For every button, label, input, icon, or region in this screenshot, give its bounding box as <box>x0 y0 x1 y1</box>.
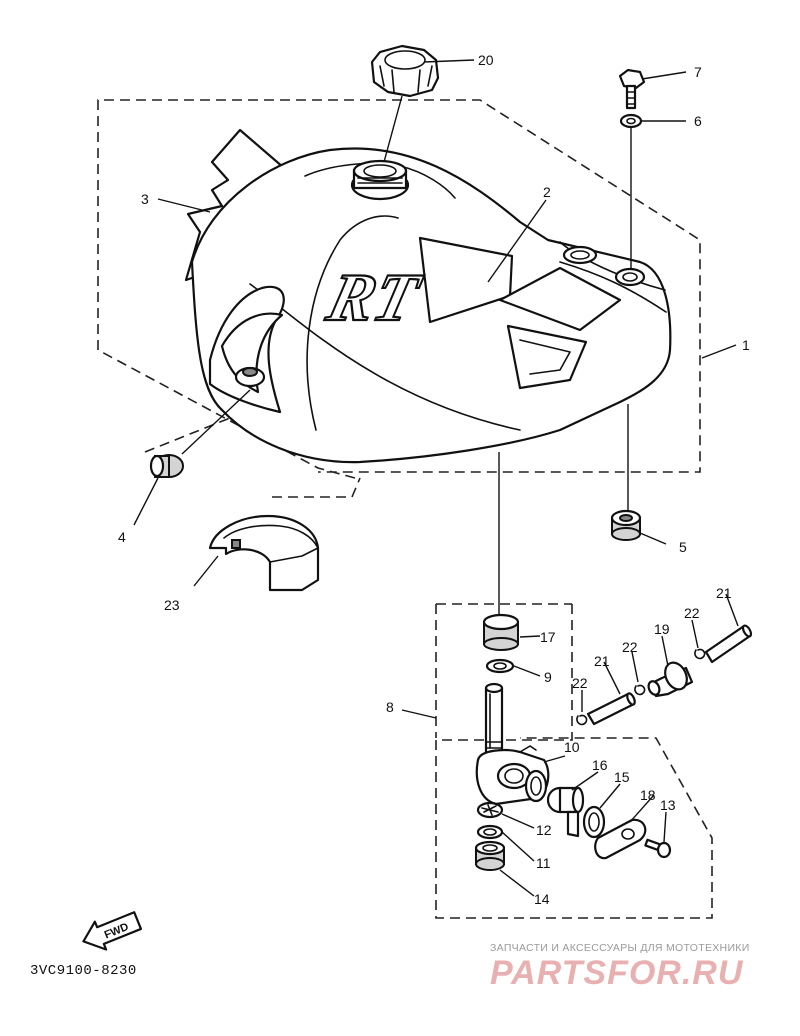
callout-7: 7 <box>694 64 702 80</box>
part-22-clip-lower <box>576 714 588 726</box>
tank-right-mount-seat <box>614 267 646 287</box>
part-21-hose-upper <box>704 624 753 664</box>
part-19-fuel-filter <box>647 661 694 698</box>
callout-3: 3 <box>141 191 149 207</box>
part-17-nut <box>482 613 520 651</box>
cap-center-line <box>383 95 403 163</box>
part-2-tank-graphic: RT <box>208 236 622 414</box>
fwd-arrow-icon: FWD <box>82 911 143 951</box>
callout-23: 23 <box>164 597 180 613</box>
part-5-damper <box>610 509 642 541</box>
part-23-bracket <box>208 514 320 592</box>
tank-filler-neck <box>350 159 410 201</box>
callout-10: 10 <box>564 739 580 755</box>
part-10-gasket <box>524 769 548 803</box>
tank-left-mount-grommet <box>234 366 266 388</box>
part-15-packing <box>582 805 606 839</box>
part-14-cup <box>474 840 506 871</box>
part-21-hose-lower <box>586 692 636 726</box>
callout-21-upper: 21 <box>716 585 732 601</box>
part-4-damper <box>149 454 184 478</box>
callout-6: 6 <box>694 113 702 129</box>
part-6-washer <box>619 113 643 129</box>
callout-4: 4 <box>118 529 126 545</box>
callout-19: 19 <box>654 621 670 637</box>
callout-12: 12 <box>536 822 552 838</box>
callout-14: 14 <box>534 891 550 907</box>
tank-badge-text: RT <box>320 259 430 335</box>
callout-17: 17 <box>540 629 556 645</box>
part-11-o-ring <box>476 824 504 840</box>
part-12-filter <box>476 801 504 819</box>
part-22-clip-upper <box>694 648 706 660</box>
callout-2: 2 <box>543 184 551 200</box>
callout-18: 18 <box>640 787 656 803</box>
part-7-bolt <box>618 68 646 110</box>
callout-22-lower: 22 <box>572 675 588 691</box>
part-13-screw <box>644 838 672 859</box>
part-20-fuel-cap <box>370 44 440 98</box>
part-18-plate <box>594 818 647 860</box>
tank-assembly-boundary <box>97 99 701 479</box>
callout-1: 1 <box>742 337 750 353</box>
callout-21-lower: 21 <box>594 653 610 669</box>
callout-22-middle: 22 <box>622 639 638 655</box>
part-22-clip-middle <box>634 684 646 696</box>
callout-5: 5 <box>679 539 687 555</box>
callout-8: 8 <box>386 699 394 715</box>
part-9-o-ring <box>485 658 515 674</box>
watermark-tagline: ЗАПЧАСТИ И АКСЕССУАРЫ ДЛЯ МОТОТЕХНИКИ <box>490 942 750 954</box>
callout-15: 15 <box>614 769 630 785</box>
bracket-boundary-line <box>272 477 361 498</box>
callout-11: 11 <box>536 855 551 871</box>
fuel-cock-assembly-boundary <box>435 604 713 919</box>
leader-lines <box>133 59 739 897</box>
part-16-lever <box>546 786 585 838</box>
diagram-code: 3VC9100-8230 <box>30 963 137 979</box>
callout-13: 13 <box>660 797 676 813</box>
callout-16: 16 <box>592 757 608 773</box>
callout-9: 9 <box>544 669 552 685</box>
watermark-brand-logo: PARTSFOR.RU <box>490 954 744 992</box>
callout-20: 20 <box>478 52 494 68</box>
callout-22-upper: 22 <box>684 605 700 621</box>
